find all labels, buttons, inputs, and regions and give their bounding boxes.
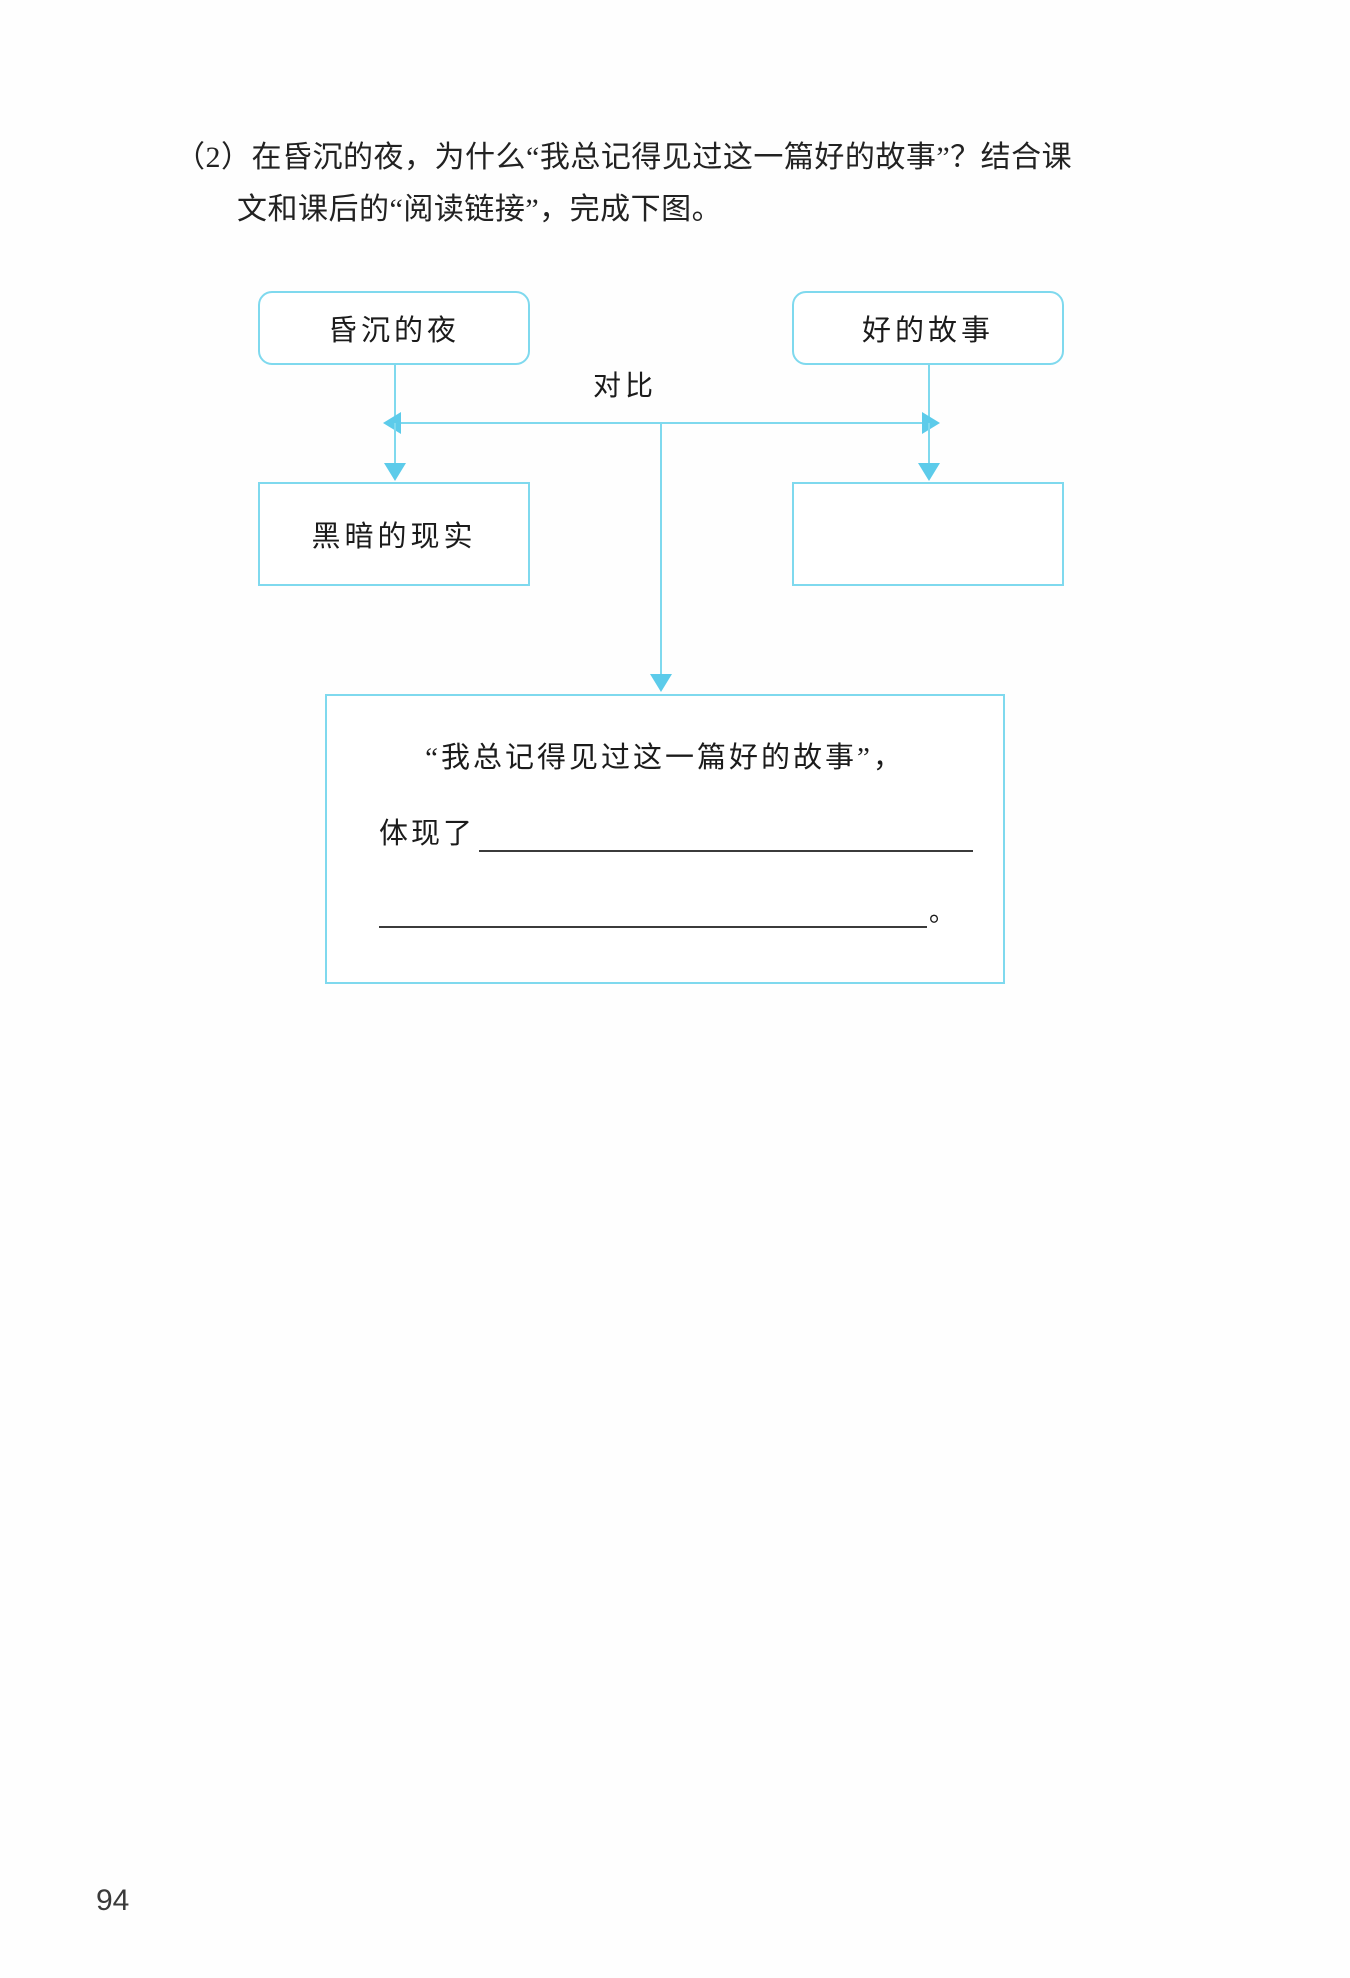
connector-center-down — [660, 423, 662, 675]
conclusion-content: “我总记得见过这一篇好的故事”， 体现了 。 — [327, 696, 1003, 928]
question-line-2: 文和课后的“阅读链接”，完成下图。 — [237, 193, 723, 226]
node-blank-answer[interactable] — [792, 482, 1064, 586]
answer-blank-2[interactable] — [379, 896, 927, 928]
arrow-left-icon — [383, 412, 401, 434]
connector-right-down — [928, 423, 930, 464]
conclusion-period: 。 — [928, 898, 955, 927]
conclusion-fill-row-1: 体现了 — [357, 810, 973, 852]
node-dark-reality[interactable]: 黑暗的现实 — [258, 482, 530, 586]
arrow-down-left-icon — [384, 463, 406, 481]
answer-blank-1[interactable] — [479, 820, 973, 852]
arrow-down-right-icon — [918, 463, 940, 481]
connector-left-top-stub — [394, 365, 396, 422]
connector-right-top-stub — [928, 365, 930, 422]
connector-left-down — [394, 423, 396, 464]
flow-diagram: 昏沉的夜 好的故事 对比 黑暗的现实 “我总记得见过这 — [258, 291, 1064, 984]
question-line-1: （2）在昏沉的夜，为什么“我总记得见过这一篇好的故事”？结合课 — [175, 141, 1073, 174]
conclusion-quote: “我总记得见过这一篇好的故事”， — [425, 742, 905, 774]
arrow-down-center-icon — [650, 674, 672, 692]
arrow-right-icon — [922, 412, 940, 434]
node-conclusion[interactable]: “我总记得见过这一篇好的故事”， 体现了 。 — [325, 694, 1005, 984]
node-good-story-label: 好的故事 — [861, 315, 994, 347]
node-dark-night-label: 昏沉的夜 — [327, 315, 460, 347]
conclusion-fill-row-2: 。 — [357, 896, 973, 928]
contrast-label: 对比 — [593, 371, 658, 402]
page-number: 94 — [96, 1884, 130, 1917]
node-dark-night[interactable]: 昏沉的夜 — [258, 291, 530, 365]
conclusion-lead-label: 体现了 — [379, 818, 476, 850]
question-block: （2）在昏沉的夜，为什么“我总记得见过这一篇好的故事”？结合课 文和课后的“阅读… — [175, 132, 1235, 236]
node-dark-reality-label: 黑暗的现实 — [311, 521, 477, 553]
node-good-story[interactable]: 好的故事 — [792, 291, 1064, 365]
